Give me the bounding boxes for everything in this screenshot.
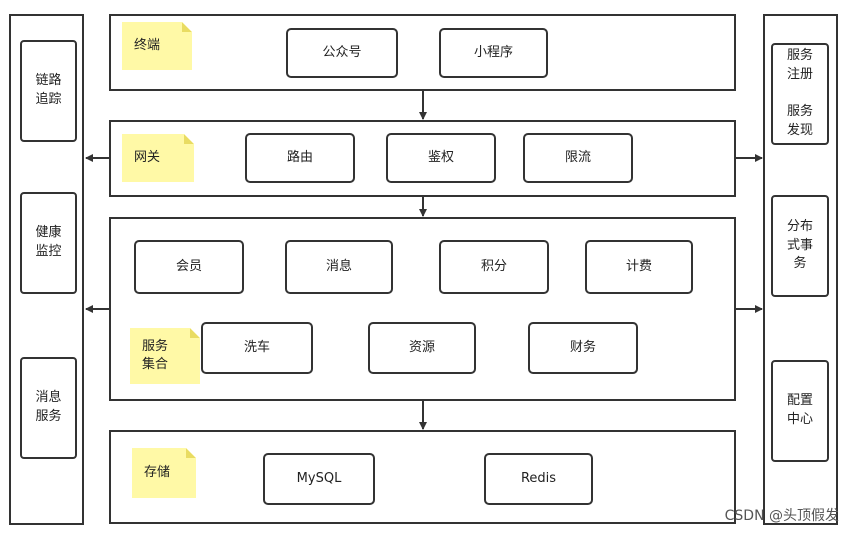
storage-note: 存储	[132, 448, 196, 498]
mini-program-box: 小程序	[439, 28, 548, 78]
tracing-box: 链路 追踪	[20, 40, 77, 142]
csdn-watermark: CSDN @头顶假发	[724, 508, 839, 524]
storage-layer	[109, 430, 736, 524]
rate-limit-box: 限流	[523, 133, 633, 183]
terminal-layer	[109, 14, 736, 91]
terminal-note: 终端	[122, 22, 192, 70]
gateway-note: 网关	[122, 134, 194, 182]
message-service-box: 消息 服务	[20, 357, 77, 459]
car-wash-box: 洗车	[201, 322, 313, 374]
service-registry-box: 服务 注册 服务 发现	[771, 43, 829, 145]
message-box: 消息	[285, 240, 393, 294]
auth-box: 鉴权	[386, 133, 496, 183]
routing-box: 路由	[245, 133, 355, 183]
official-account-box: 公众号	[286, 28, 398, 78]
billing-box: 计费	[585, 240, 693, 294]
finance-box: 财务	[528, 322, 638, 374]
distributed-transaction-box: 分布 式事 务	[771, 195, 829, 297]
redis-box: Redis	[484, 453, 593, 505]
health-monitoring-box: 健康 监控	[20, 192, 77, 294]
config-center-box: 配置 中心	[771, 360, 829, 462]
points-box: 积分	[439, 240, 549, 294]
resources-box: 资源	[368, 322, 476, 374]
member-box: 会员	[134, 240, 244, 294]
services-note: 服务 集合	[130, 328, 200, 384]
mysql-box: MySQL	[263, 453, 375, 505]
